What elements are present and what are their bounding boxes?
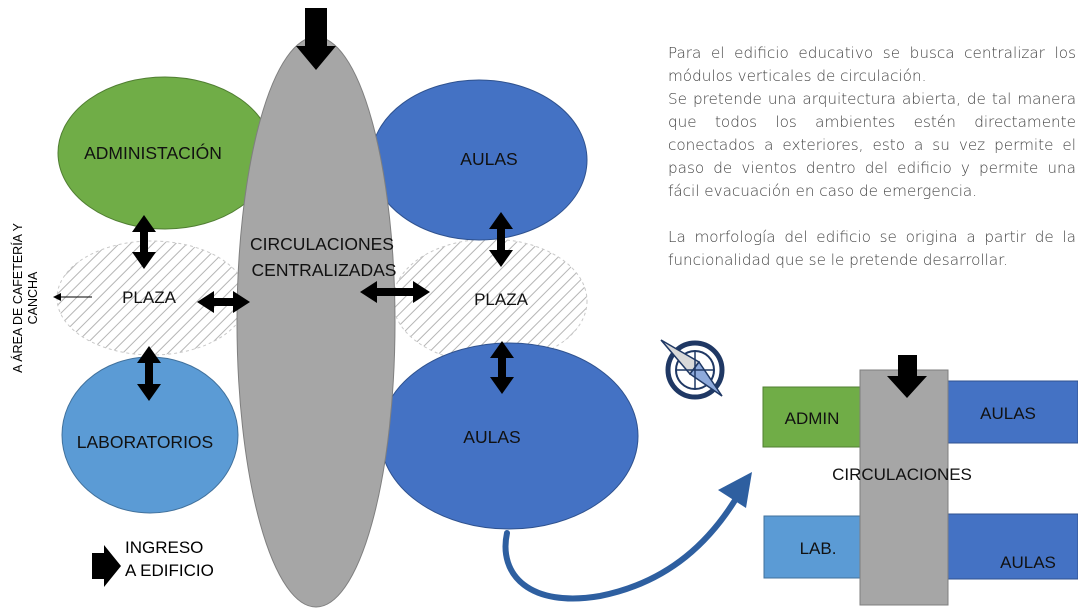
schematic-label-aulas-top: AULAS <box>980 404 1036 423</box>
label-plaza-left: PLAZA <box>122 288 177 307</box>
circulation-zone <box>236 36 396 608</box>
schematic-label-circulaciones: CIRCULACIONES <box>832 465 972 484</box>
label-circulaciones: CIRCULACIONES <box>250 234 394 254</box>
schematic-label-aulas-bottom: AULAS <box>1000 553 1056 572</box>
cafeteria-side-label: A ÁREA DE CAFETERÍA Y CANCHA <box>11 213 41 383</box>
label-aulas-bottom: AULAS <box>463 427 520 447</box>
label-centralizadas: CENTRALIZADAS <box>252 260 397 280</box>
schematic-lab-block <box>763 515 862 579</box>
cafeteria-direction-arrow <box>53 293 92 301</box>
legend-line2: A EDIFICIO <box>125 561 214 580</box>
double-arrow-circulation-plaza <box>360 281 430 303</box>
double-arrow-plaza-lab <box>137 346 161 401</box>
schematic-circulation-block <box>859 369 949 606</box>
description-text: Para el edificio educativo se busca cent… <box>668 42 1076 272</box>
double-arrow-aulas-plaza <box>489 212 513 267</box>
label-aulas-top: AULAS <box>460 149 517 169</box>
label-laboratorios: LABORATORIOS <box>77 432 213 452</box>
double-arrow-admin-plaza <box>132 215 156 269</box>
legend-line1: INGRESO <box>125 538 204 557</box>
description-paragraph-3: La morfología del edificio se origina a … <box>668 228 1076 269</box>
label-plaza-right: PLAZA <box>474 290 529 309</box>
cafeteria-label-line2: CANCHA <box>26 271 40 325</box>
description-paragraph-1: Para el edificio educativo se busca cent… <box>668 44 1076 85</box>
cafeteria-label-line1: A ÁREA DE CAFETERÍA Y <box>11 223 25 373</box>
description-paragraph-2: Se pretende una arquitectura abierta, de… <box>668 90 1076 200</box>
compass-icon <box>660 339 725 400</box>
double-arrow-plaza-aulas <box>490 341 514 394</box>
schematic-aulas-top-block <box>945 380 1078 444</box>
schematic-label-lab: LAB. <box>800 539 837 558</box>
label-administracion: ADMINISTACIÓN <box>84 142 222 163</box>
legend-ingreso: INGRESO A EDIFICIO <box>125 536 214 582</box>
schematic-entrance-arrow <box>887 355 927 398</box>
transition-curve-arrow <box>502 472 752 602</box>
legend-arrow-icon <box>92 545 121 587</box>
schematic-label-admin: ADMIN <box>785 409 840 428</box>
double-arrow-plaza-circulation <box>197 291 250 313</box>
schematic-aulas-bottom-block <box>945 513 1078 580</box>
entrance-arrow-top <box>296 8 336 70</box>
